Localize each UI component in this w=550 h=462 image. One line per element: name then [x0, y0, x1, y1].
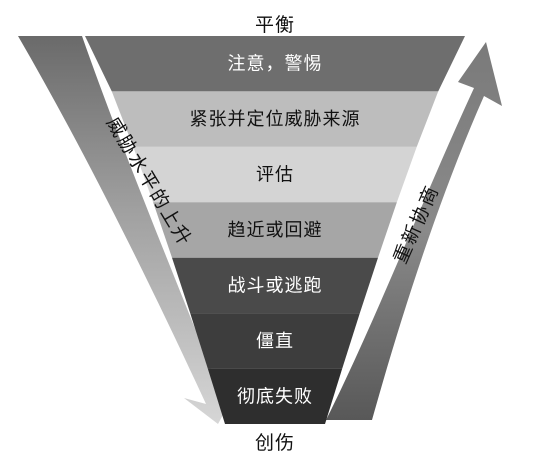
funnel-layer-label-5: 战斗或逃跑: [228, 275, 323, 296]
funnel-layer-label-7: 彻底失败: [237, 386, 313, 407]
funnel-layer-7: [207, 368, 343, 424]
funnel-layer-4: [153, 202, 397, 258]
bottom-label-trauma: 创伤: [254, 432, 295, 454]
funnel-layer-label-4: 趋近或回避: [228, 220, 323, 241]
funnel-layer-1: [85, 36, 465, 92]
funnel-layer-3: [133, 146, 417, 203]
funnel-layer-5: [172, 257, 378, 314]
funnel-layer-label-6: 僵直: [256, 331, 294, 352]
funnel-layer-6: [190, 313, 360, 369]
left-arrow-shape: [18, 36, 240, 424]
funnel-layer-label-3: 评估: [256, 165, 294, 186]
funnel-layer-label-1: 注意，警惕: [228, 54, 323, 75]
top-label-balance: 平衡: [254, 14, 295, 36]
right-arrow-shape: [326, 42, 502, 420]
funnel-layer-2: [111, 91, 439, 147]
funnel-layer-label-2: 紧张并定位威胁来源: [190, 109, 361, 130]
